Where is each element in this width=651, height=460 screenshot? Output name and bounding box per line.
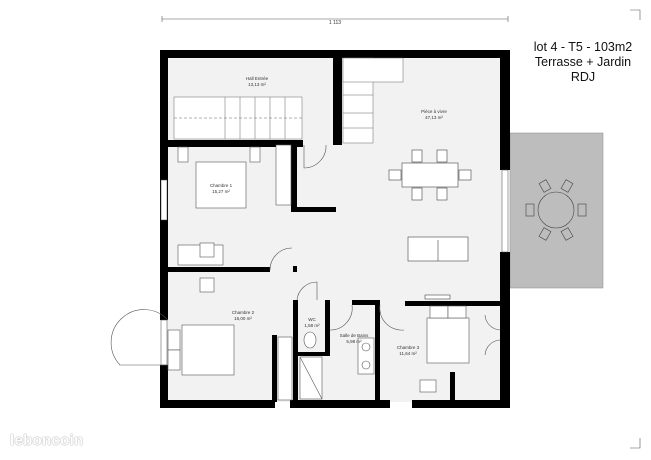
svg-text:16,00 m²: 16,00 m² <box>234 316 252 321</box>
svg-text:Chambre 1: Chambre 1 <box>210 183 233 188</box>
svg-text:5,98 m²: 5,98 m² <box>346 339 362 344</box>
svg-text:Pièce à vivre: Pièce à vivre <box>421 109 447 114</box>
svg-text:47,13 m²: 47,13 m² <box>425 115 443 120</box>
room-label-salle-de-bains: Salle de Bains 5,98 m² <box>340 333 370 344</box>
room-label-living: Pièce à vivre 47,13 m² <box>421 109 447 120</box>
terrace-round-table <box>525 179 587 241</box>
windows <box>160 169 509 366</box>
room-label-wc: WC 1,58 m² <box>304 317 320 328</box>
room-label-chambre-3: Chambre 3 11,64 m² <box>397 345 420 356</box>
svg-text:Chambre 3: Chambre 3 <box>397 345 420 350</box>
furniture <box>167 144 470 401</box>
svg-text:15,27 m²: 15,27 m² <box>212 189 230 194</box>
doors <box>110 144 501 366</box>
sofa <box>407 236 469 262</box>
room-label-chambre-1: Chambre 1 15,27 m² <box>210 183 233 194</box>
svg-text:WC: WC <box>308 317 316 322</box>
svg-text:Salle de Bains: Salle de Bains <box>340 333 370 338</box>
dimension-line <box>161 9 641 449</box>
leboncoin-watermark: leboncoin <box>10 432 84 449</box>
title-line-3: RDJ <box>570 70 596 84</box>
staircase <box>173 57 404 144</box>
room-label-hall: Hall Entrée 13,13 m² <box>246 76 269 87</box>
dimension-label: 1 113 <box>329 20 341 26</box>
terrace <box>509 132 604 289</box>
tv-unit <box>424 294 451 300</box>
title-line-2: Terrasse + Jardin <box>534 55 632 69</box>
svg-text:Chambre 2: Chambre 2 <box>232 310 255 315</box>
svg-text:1,58 m²: 1,58 m² <box>304 323 320 328</box>
dining-table <box>388 149 472 201</box>
svg-text:11,64 m²: 11,64 m² <box>399 351 417 356</box>
plan-title: lot 4 - T5 - 103m2 Terrasse + Jardin RDJ <box>528 40 638 85</box>
room-label-chambre-2: Chambre 2 16,00 m² <box>232 310 255 321</box>
walls <box>160 50 510 408</box>
title-line-1: lot 4 - T5 - 103m2 <box>533 40 633 54</box>
svg-text:Hall Entrée: Hall Entrée <box>246 76 269 81</box>
svg-text:13,13 m²: 13,13 m² <box>248 82 266 87</box>
